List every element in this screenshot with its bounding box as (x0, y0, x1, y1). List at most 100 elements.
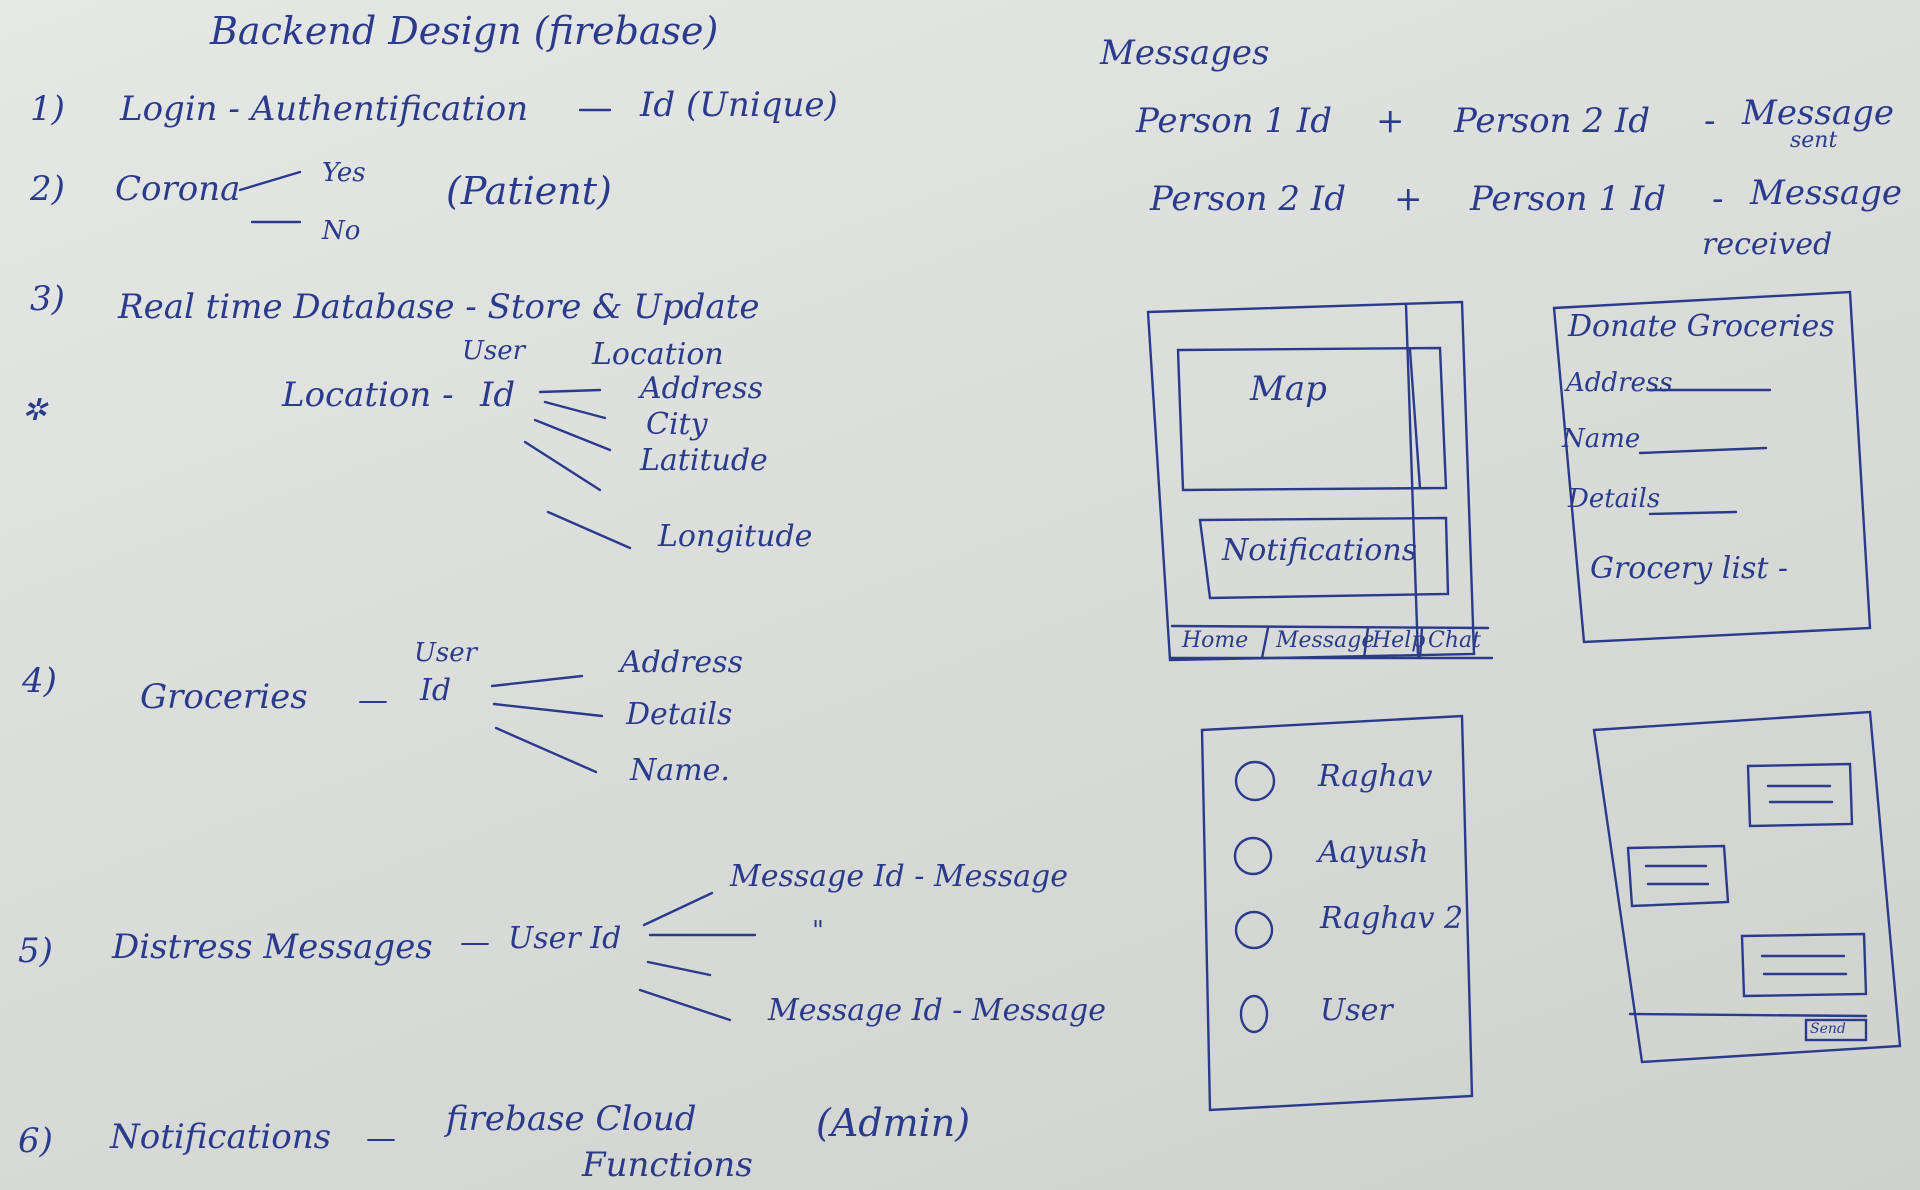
tab-help[interactable]: Help (1372, 628, 1426, 653)
tab-sep-1 (1260, 626, 1270, 660)
item-3-sub-label: Location - (282, 375, 454, 415)
tab-sep-2 (1362, 626, 1370, 660)
tab-sep-3 (1418, 626, 1424, 660)
item-4-field-details: Details (626, 697, 733, 732)
messages-row1-result2: sent (1790, 128, 1838, 153)
line-g-details (492, 702, 604, 718)
item-3-field-address: Address (640, 371, 763, 406)
branch-yes (238, 170, 302, 192)
chat-input-line (1628, 1012, 1868, 1018)
item-3-key-top: User (462, 336, 526, 366)
donate-title: Donate Groceries (1568, 309, 1835, 344)
line-d4 (638, 988, 732, 1022)
line-g-address (490, 674, 584, 688)
item-5-label: Distress Messages (112, 927, 433, 967)
chat-send-button[interactable]: Send (1810, 1021, 1846, 1037)
item-6-label: Notifications (110, 1117, 332, 1157)
item-1-label: Login - Authentification (120, 89, 529, 129)
home-map-inner (1408, 348, 1422, 490)
contact-radio-3 (1234, 910, 1274, 950)
item-5-field-3: Message Id - Message (768, 993, 1107, 1028)
contact-radio-1 (1234, 760, 1276, 802)
item-2-branch-no: No (322, 216, 361, 246)
tab-home[interactable]: Home (1182, 628, 1249, 653)
contact-radio-2 (1233, 836, 1273, 876)
donate-field-name[interactable]: Name (1562, 424, 1641, 454)
item-5-dash: — (460, 925, 490, 960)
item-2-branch-yes: Yes (322, 158, 366, 188)
contact-name-2[interactable]: Aayush (1318, 835, 1429, 870)
item-4-number: 4) (22, 661, 57, 701)
line-lat2 (523, 440, 602, 492)
item-4-key-top: User (414, 638, 478, 668)
messages-row1-plus: + (1376, 101, 1405, 141)
donate-field-address[interactable]: Address (1566, 368, 1673, 398)
messages-row1-left: Person 1 Id (1136, 101, 1332, 141)
item-4-label: Groceries (140, 677, 308, 717)
gear-icon: ✲ (22, 393, 48, 428)
messages-row1-right: Person 2 Id (1454, 101, 1650, 141)
chat-bubble-3 (1740, 932, 1868, 998)
item-1-number: 1) (30, 89, 65, 129)
item-4-key: Id (420, 673, 452, 708)
line-city (543, 400, 607, 420)
item-5-number: 5) (18, 931, 53, 971)
item-1-detail: Id (Unique) (640, 85, 838, 125)
item-4-field-name: Name. (630, 753, 730, 788)
messages-row1-result: Message (1742, 93, 1894, 133)
item-4-field-address: Address (620, 645, 743, 680)
messages-row2-right: Person 1 Id (1470, 179, 1666, 219)
messages-row2-plus: + (1394, 179, 1423, 219)
item-4-dash: — (358, 683, 388, 718)
item-5-field-2: " (812, 916, 824, 946)
contact-name-3[interactable]: Raghav 2 (1320, 901, 1464, 936)
item-3-field-longitude: Longitude (658, 519, 813, 554)
contact-radio-4 (1239, 994, 1269, 1034)
home-map-label: Map (1250, 369, 1327, 409)
home-notif-box (1198, 516, 1450, 600)
item-2-note: (Patient) (446, 169, 612, 213)
item-6-number: 6) (18, 1121, 53, 1161)
donate-field-details[interactable]: Details (1568, 484, 1661, 514)
line-address (538, 388, 602, 394)
item-3-field-city: City (646, 407, 708, 442)
contact-name-1[interactable]: Raghav (1318, 759, 1433, 794)
item-2-number: 2) (30, 169, 65, 209)
messages-row2-result2: received (1702, 227, 1833, 262)
item-3-label: Real time Database - Store & Update (118, 287, 760, 327)
home-frame (1146, 300, 1476, 662)
messages-row1-dash: - (1704, 101, 1716, 141)
item-6-detail2: Functions (582, 1145, 753, 1185)
item-3-field-head: Location (592, 337, 724, 372)
item-6-dash: — (366, 1121, 396, 1156)
line-d3 (646, 960, 712, 977)
item-5-field-1: Message Id - Message (730, 859, 1069, 894)
tab-chat[interactable]: Chat (1428, 628, 1481, 653)
line-lat (533, 418, 612, 452)
donate-frame (1552, 290, 1872, 644)
home-notifications-label: Notifications (1222, 533, 1418, 568)
donate-line-name (1638, 446, 1768, 455)
messages-row2-result: Message (1750, 173, 1902, 213)
home-map-box (1176, 346, 1448, 492)
chat-send-box (1804, 1018, 1868, 1042)
page-title: Backend Design (firebase) (210, 9, 719, 53)
item-3-key: Id (480, 375, 516, 415)
item-3-number: 3) (30, 279, 65, 319)
donate-line-details (1648, 510, 1738, 516)
messages-row2-dash: - (1712, 179, 1724, 219)
messages-title: Messages (1100, 33, 1270, 73)
donate-grocery-list[interactable]: Grocery list - (1590, 551, 1789, 586)
chat-bubble-2 (1626, 844, 1730, 908)
item-6-detail: firebase Cloud (446, 1099, 697, 1139)
tab-message[interactable]: Message (1276, 628, 1375, 653)
chat-bubble-1 (1746, 762, 1854, 828)
chat-frame (1592, 710, 1902, 1064)
line-d1 (642, 891, 714, 927)
contact-name-4[interactable]: User (1320, 993, 1393, 1028)
contacts-frame (1200, 714, 1474, 1112)
home-tabbar-line (1170, 624, 1490, 630)
